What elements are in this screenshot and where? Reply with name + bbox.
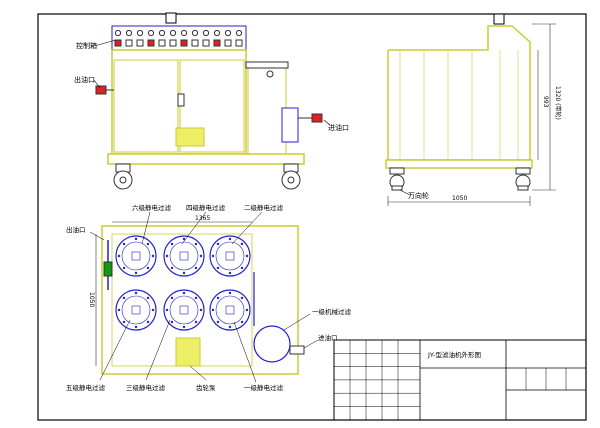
side-beacon-light [493, 13, 505, 25]
cabinet-door-left [113, 59, 179, 153]
drawing-title: JY-型滤油机外形图 [427, 350, 481, 359]
panel-indicator-icon [235, 29, 243, 37]
plan-outlet-label: 出油口 [66, 225, 86, 234]
caster-label: 万向轮 [408, 191, 429, 200]
side-tank [247, 65, 287, 155]
front-view: 控制箱 出油口 进油口 [74, 12, 349, 190]
panel-indicator-icon [125, 29, 133, 37]
panel-switch-icon [147, 39, 155, 47]
filter-canister [281, 107, 299, 143]
panel-indicator-icon [202, 29, 210, 37]
plan-inlet-valve [289, 345, 305, 355]
plan-view: 1365 1050 六级静电过滤 四级静电过滤 二级静电过滤 一级机械过滤 进油… [66, 203, 352, 392]
filter-vessel [209, 235, 251, 277]
panel-indicator-icon [213, 29, 221, 37]
base-frame [107, 153, 305, 165]
panel-indicator-icon [136, 29, 144, 37]
pressure-gauge-icon [266, 70, 274, 78]
stage2-label: 二级静电过滤 [244, 203, 284, 212]
side-caster-left [389, 167, 405, 191]
beacon-light [165, 12, 177, 24]
front-caster-right [281, 163, 301, 190]
control-panel [111, 25, 247, 51]
panel-indicator-icon [224, 29, 232, 37]
panel-switch-icon [202, 39, 210, 47]
filter-vessel [163, 235, 205, 277]
outlet-label: 出油口 [74, 75, 95, 84]
front-caster-left [113, 163, 133, 190]
panel-switch-icon [213, 39, 221, 47]
filter-vessel [163, 289, 205, 331]
filter-vessel [115, 289, 157, 331]
width-dimension: 1365 [195, 215, 210, 222]
stage1-label: 一级静电过滤 [244, 383, 284, 392]
outlet-valve [95, 85, 107, 95]
panel-indicator-icon [191, 29, 199, 37]
door-handle [177, 93, 185, 107]
stage1-mech-label: 一级机械过滤 [312, 307, 352, 316]
front-nameplate [175, 127, 205, 147]
side-base-frame [385, 159, 533, 169]
panel-switch-icon [169, 39, 177, 47]
side-caster-right [515, 167, 531, 191]
panel-indicator-icon [169, 29, 177, 37]
panel-switch-icon [158, 39, 166, 47]
title-block-grid [334, 340, 567, 420]
stage5-label: 五级静电过滤 [66, 383, 106, 392]
pump-label: 齿轮泵 [196, 383, 216, 392]
panel-knobs [114, 29, 243, 47]
inlet-label: 进油口 [328, 123, 349, 132]
stage3-label: 三级静电过滤 [126, 383, 166, 392]
filter-vessels [115, 235, 251, 331]
plan-outer-frame [101, 225, 299, 375]
mechanical-filter [253, 325, 291, 363]
panel-switch-icon [191, 39, 199, 47]
panel-switch-icon [224, 39, 232, 47]
panel-switch-icon [235, 39, 243, 47]
plan-inlet-label: 进油口 [318, 333, 338, 342]
filter-vessel [115, 235, 157, 277]
panel-switch-icon [136, 39, 144, 47]
control-box-label: 控制箱 [76, 41, 97, 50]
stage4-label: 四级静电过滤 [186, 203, 226, 212]
gear-pump [175, 337, 201, 367]
filter-vessel [209, 289, 251, 331]
panel-switch-icon [125, 39, 133, 47]
panel-indicator-icon [114, 29, 122, 37]
panel-indicator-icon [147, 29, 155, 37]
depth-dimension: 1050 [452, 195, 467, 202]
tank-lid [245, 61, 289, 69]
inner-height-dimension: 993 [542, 96, 549, 108]
panel-switch-icon [180, 39, 188, 47]
sheet-border [37, 13, 587, 421]
title-block: JY-型滤油机外形图 [333, 339, 587, 421]
outer-height-dimension: 1320 (带轮) [554, 86, 562, 120]
panel-indicator-icon [180, 29, 188, 37]
side-view: 万向轮 1050 993 1320 (带轮) [385, 13, 562, 206]
panel-switch-icon [114, 39, 122, 47]
side-width-dimension: 1050 [88, 292, 95, 307]
panel-indicator-icon [158, 29, 166, 37]
stage6-label: 六级静电过滤 [132, 203, 172, 212]
inlet-valve [311, 113, 323, 123]
outlet-flange [103, 261, 113, 277]
side-cabinet [387, 25, 531, 161]
